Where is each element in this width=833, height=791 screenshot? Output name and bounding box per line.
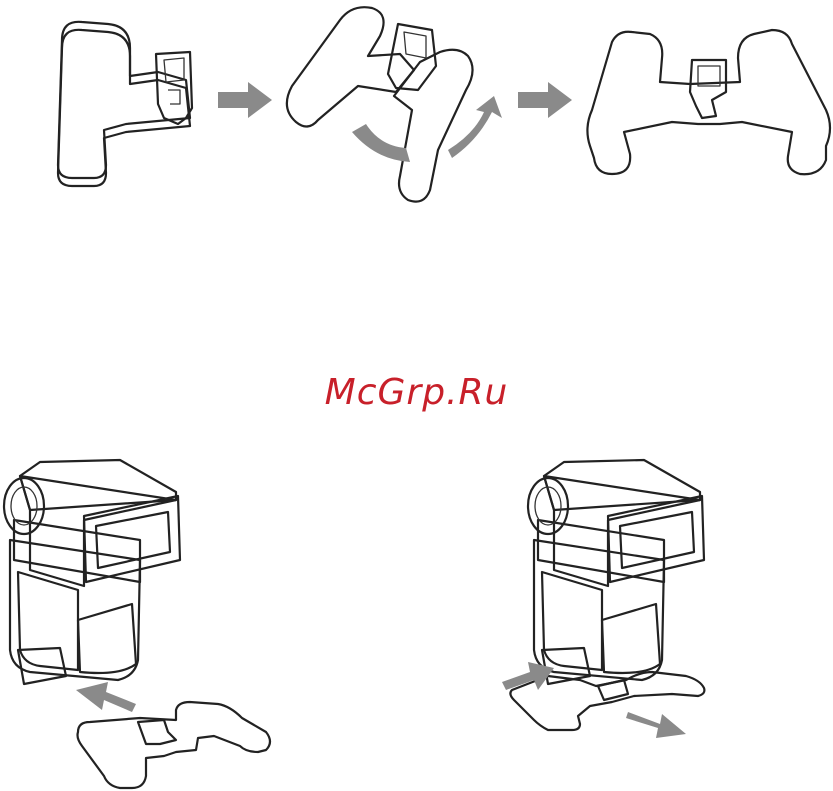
speedlite-left bbox=[4, 460, 180, 684]
step-arrow-2 bbox=[518, 82, 572, 118]
pull-arrow bbox=[626, 712, 686, 738]
stand-folded-figure bbox=[58, 22, 192, 186]
stand-unfolding-figure bbox=[287, 7, 502, 201]
watermark-text: McGrp.Ru bbox=[0, 372, 833, 413]
push-arrow bbox=[502, 662, 554, 690]
stand-to-attach bbox=[78, 702, 271, 788]
speedlite-right bbox=[528, 460, 704, 684]
attach-arrow bbox=[76, 682, 136, 712]
stand-open-figure bbox=[587, 30, 830, 174]
step-arrow-1 bbox=[218, 82, 272, 118]
